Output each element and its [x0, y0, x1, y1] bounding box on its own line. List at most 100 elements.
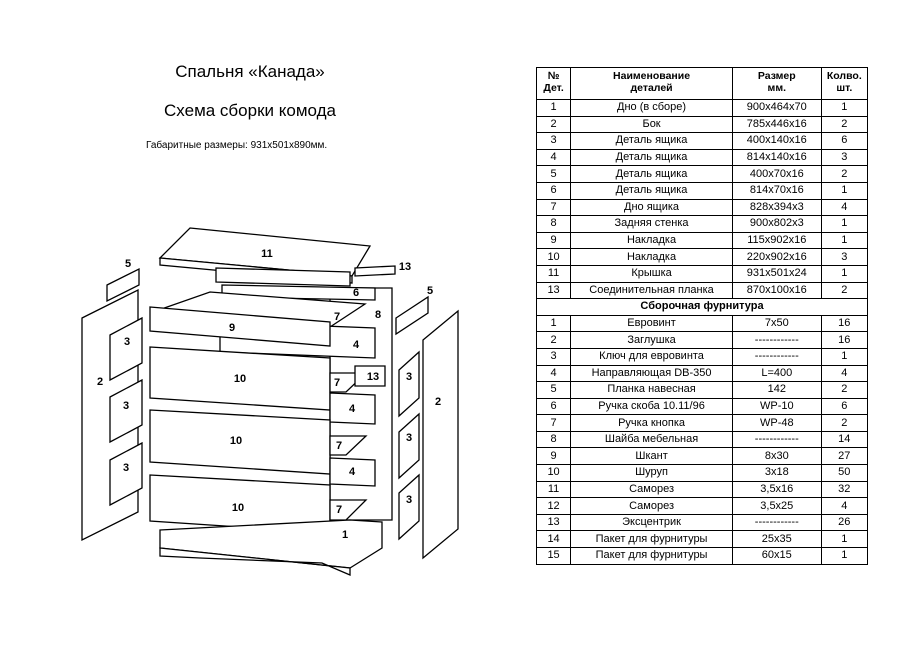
label-runner: 3	[406, 494, 412, 506]
label-drawer-side: 4	[349, 466, 356, 478]
cell-size: 814х70х16	[731, 181, 822, 200]
cell-size: ------------	[731, 513, 822, 532]
cell-name: Накладка	[570, 231, 733, 250]
cell-size: 8х30	[731, 447, 822, 466]
cell-qty: 1	[820, 347, 869, 366]
cell-qty: 26	[820, 513, 869, 532]
cell-qty: 2	[820, 281, 869, 300]
cell-size: 400х140х16	[731, 132, 822, 150]
cell-qty: 1	[820, 181, 869, 200]
cell-qty: 16	[820, 331, 869, 349]
cell-name: Ручка скоба 10.11/96	[570, 397, 733, 416]
cell-size: 3,5х25	[731, 497, 822, 515]
drawer-bottom	[329, 435, 368, 456]
cell-qty: 32	[820, 480, 869, 499]
cell-qty: 6	[820, 397, 869, 416]
cell-number: 9	[535, 447, 572, 466]
runner-panel	[398, 473, 420, 541]
cell-size: 814х140х16	[731, 148, 822, 167]
base-plinth	[159, 547, 351, 576]
label-base: 1	[342, 529, 348, 541]
label-top: 11	[261, 248, 273, 260]
cell-number: 9	[535, 231, 572, 250]
cell-qty: 1	[820, 99, 869, 117]
label-front-big: 10	[230, 435, 242, 447]
cell-name: Ручка кнопка	[570, 414, 733, 432]
cell-qty: 1	[820, 547, 869, 565]
cell-number: 5	[535, 381, 572, 399]
document-title: Спальня «Канада»	[175, 62, 325, 81]
cell-number: 3	[535, 132, 572, 150]
cell-name: Шуруп	[570, 464, 733, 482]
cell-name: Крышка	[570, 264, 733, 283]
label-runner-left-top: 5	[125, 258, 131, 270]
cell-name: Накладка	[570, 248, 733, 266]
label-drawer-bottom: 7	[334, 311, 340, 323]
runner-bracket	[395, 295, 429, 336]
cell-size: WP-48	[731, 414, 822, 432]
cell-qty: 3	[820, 248, 869, 266]
cell-number: 8	[535, 215, 572, 233]
cell-qty: 16	[820, 314, 869, 333]
label-runner: 3	[406, 432, 412, 444]
section-row: Сборочная фурнитура	[536, 298, 868, 316]
runner-panel	[109, 378, 143, 444]
cell-size: 3,5х16	[731, 480, 822, 499]
label-drawer-side: 4	[353, 339, 360, 351]
cell-name: Дно (в сборе)	[570, 99, 733, 117]
cell-size: ------------	[731, 331, 822, 349]
cell-qty: 1	[820, 530, 869, 549]
runner-bracket	[106, 267, 140, 303]
cell-number: 12	[535, 497, 572, 515]
label-runner-right-top: 5	[427, 285, 433, 297]
cell-size: 60х15	[731, 547, 822, 565]
label-runner: 3	[123, 400, 129, 412]
connector-plank	[354, 365, 386, 387]
cell-size: L=400	[731, 364, 822, 383]
cell-number: 2	[535, 331, 572, 349]
cell-qty: 4	[820, 497, 869, 515]
label-back-panel: 8	[375, 309, 381, 321]
label-drawer-bottom: 7	[336, 440, 342, 452]
cell-name: Деталь ящика	[570, 132, 733, 150]
cell-number: 2	[535, 115, 572, 134]
label-connector-mid: 13	[367, 371, 379, 383]
cell-size: 25х35	[731, 530, 822, 549]
cell-number: 6	[535, 397, 572, 416]
cell-size: WP-10	[731, 397, 822, 416]
label-side-left: 2	[97, 376, 103, 388]
runner-panel	[109, 441, 143, 507]
cell-name: Направляющая DB-350	[570, 364, 733, 383]
cell-number: 14	[535, 530, 572, 549]
cell-number: 6	[535, 181, 572, 200]
label-drawer-bottom: 7	[334, 377, 340, 389]
section-title: Сборочная фурнитура	[536, 298, 868, 316]
cell-number: 4	[535, 364, 572, 383]
cell-number: 1	[535, 99, 572, 117]
cell-number: 1	[535, 314, 572, 333]
cell-size: 900х802х3	[731, 215, 822, 233]
label-side-right: 2	[435, 396, 441, 408]
label-front-big: 10	[232, 502, 244, 514]
drawer-side	[329, 457, 376, 487]
cell-name: Деталь ящика	[570, 181, 733, 200]
